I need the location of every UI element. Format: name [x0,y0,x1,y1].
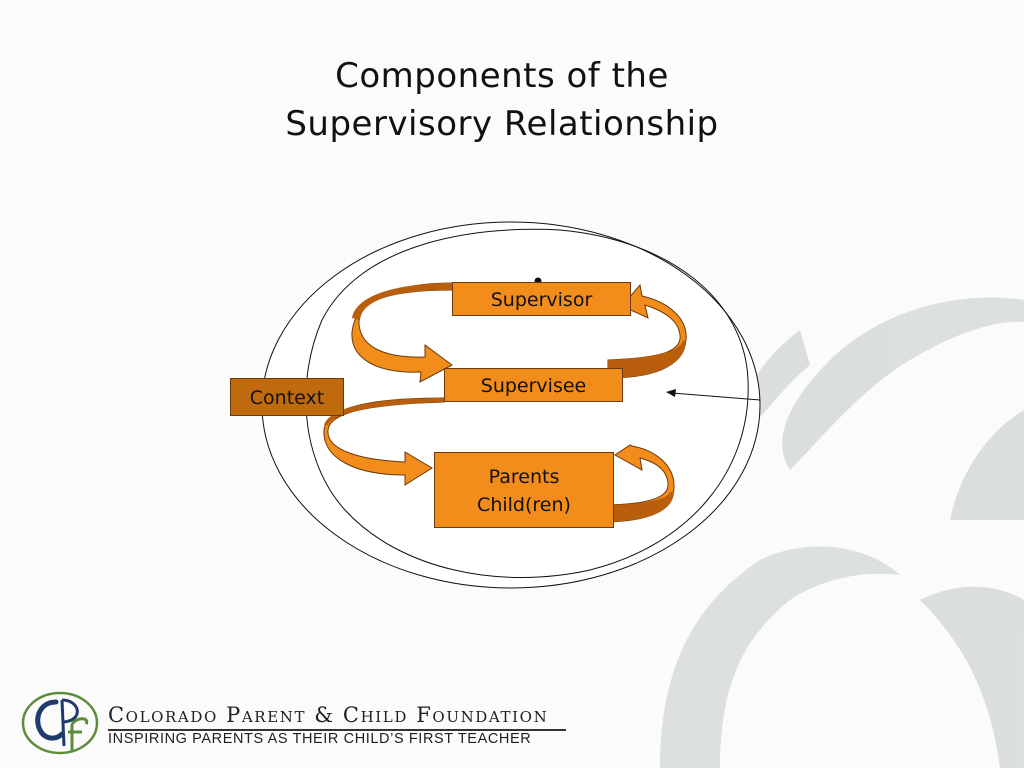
supervisee-label: Supervisee [480,375,587,397]
foundation-logo [21,691,99,755]
supervisor-label: Supervisor [490,289,593,311]
title-line-1: Components of the [335,56,669,96]
parents-label: Parents [488,466,560,488]
foundation-name: Colorado Parent & Child Foundation [108,703,549,727]
context-box: Context [230,378,344,416]
context-pointer-head [666,389,676,397]
context-pointer-line [671,392,761,401]
slide-title: Components of the Supervisory Relationsh… [0,52,1004,148]
supervisor-box: Supervisor [452,282,631,316]
inner-ellipse [305,228,749,578]
title-line-2: Supervisory Relationship [285,104,719,144]
arrow-supervisee-band [608,340,686,378]
children-label: Child(ren) [477,494,571,516]
parents-box: Parents Child(ren) [434,452,614,528]
supervisee-box: Supervisee [444,368,623,402]
arrow-supervisee-band-2 [324,398,444,425]
foundation-tagline: INSPIRING PARENTS AS THEIR CHILD’S FIRST… [108,731,532,747]
arrow-parents-band [600,492,674,522]
footer-divider [108,729,566,731]
context-label: Context [249,387,325,409]
arrow-supervisor-band [352,283,452,320]
